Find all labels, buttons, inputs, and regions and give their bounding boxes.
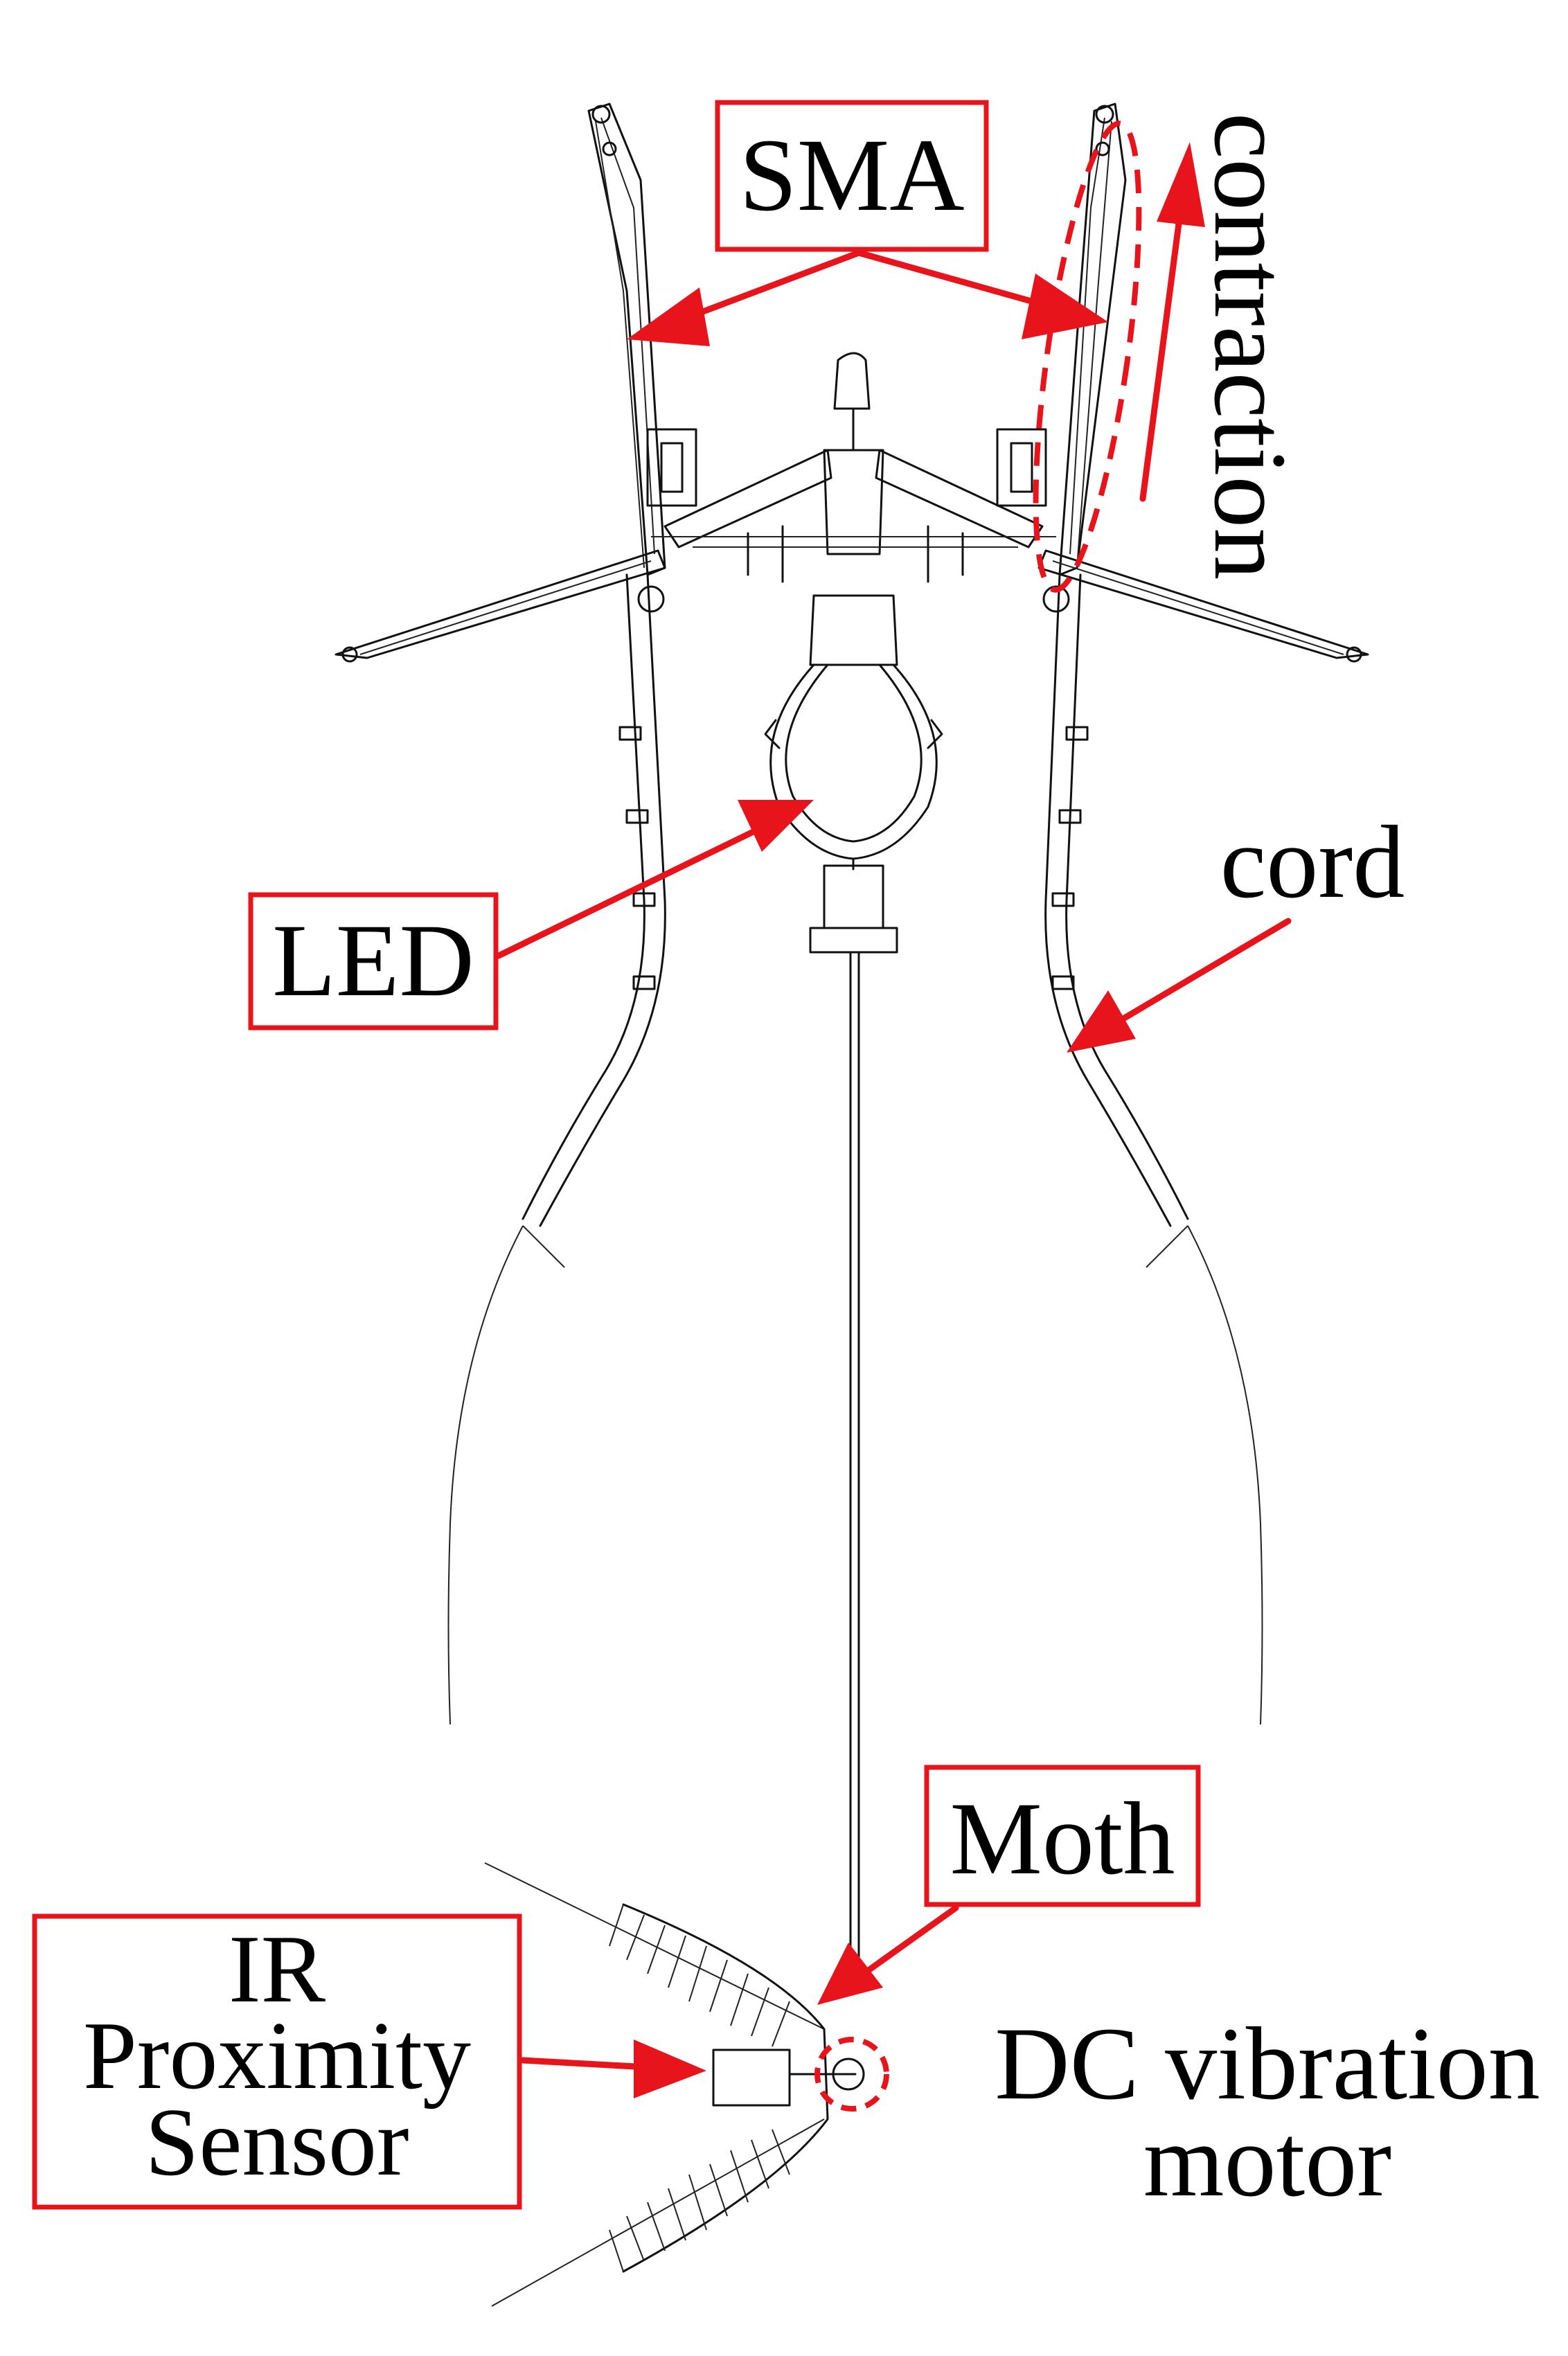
cord-label: cord (1220, 805, 1405, 920)
left-leg (447, 573, 666, 1725)
motor-highlight-circle (814, 2037, 889, 2112)
moth-arrow (817, 1904, 959, 2005)
central-frame (651, 352, 1056, 583)
led-cage (764, 594, 943, 954)
led-arrow (495, 800, 814, 959)
contraction-label: contraction (1193, 113, 1308, 580)
led-label-box (248, 892, 499, 1030)
ir-sensor-arrow (519, 2040, 706, 2098)
dc-motor-label-line1: DC vibration (995, 2006, 1540, 2121)
left-wing (335, 549, 666, 663)
ir-sensor-label-box (32, 1913, 522, 2210)
ir-sensor-label-line2: Proximity (83, 2002, 471, 2109)
led-label: LED (272, 903, 474, 1018)
moth-label: Moth (950, 1781, 1175, 1896)
ir-sensor-label-line3: Sensor (145, 2089, 409, 2196)
moth (484, 1862, 865, 2307)
cord-arrow (1067, 918, 1292, 1053)
right-hinge (1042, 585, 1070, 613)
right-leg (1044, 573, 1263, 1725)
mechanism-drawing (335, 102, 1369, 2307)
ir-sensor-label-line1: IR (229, 1916, 326, 2023)
sma-highlight-ellipse (1033, 121, 1142, 593)
moth-label-box (924, 1765, 1201, 1907)
dc-motor-label-line2: motor (1143, 2103, 1391, 2218)
sma-arrows (627, 249, 1108, 346)
left-hinge (637, 585, 665, 613)
right-sma-arm (996, 102, 1127, 576)
sma-label-box (715, 100, 989, 252)
sma-label: SMA (739, 118, 964, 233)
contraction-arrow (1139, 142, 1205, 502)
